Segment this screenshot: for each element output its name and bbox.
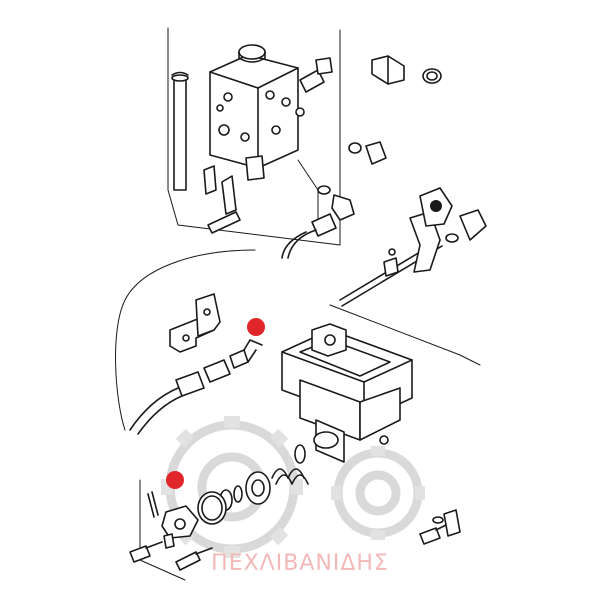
watermark-logo xyxy=(161,416,425,558)
top-right-small-parts xyxy=(348,55,442,165)
callout-markers xyxy=(166,318,265,489)
watermark-gear-large xyxy=(161,416,303,558)
shift-fork-assembly xyxy=(339,187,487,307)
hose-assembly xyxy=(129,339,263,435)
vertical-tube xyxy=(171,71,189,191)
mounting-bracket xyxy=(169,293,221,353)
bottom-right-hardware xyxy=(419,509,461,545)
block-fittings xyxy=(203,57,333,234)
cover-plate xyxy=(129,491,213,571)
callout-dot-lower[interactable] xyxy=(166,471,184,489)
watermark-gear-small xyxy=(331,446,425,540)
piston-spring-set xyxy=(197,444,309,525)
gearbox-housing xyxy=(281,323,413,463)
valve-block xyxy=(209,44,299,169)
callout-dot-upper[interactable] xyxy=(247,318,265,336)
middle-fittings xyxy=(281,185,355,259)
watermark-brand-text: ΠΕΧΛΙΒΑΝΙΔΗΣ xyxy=(211,551,389,576)
